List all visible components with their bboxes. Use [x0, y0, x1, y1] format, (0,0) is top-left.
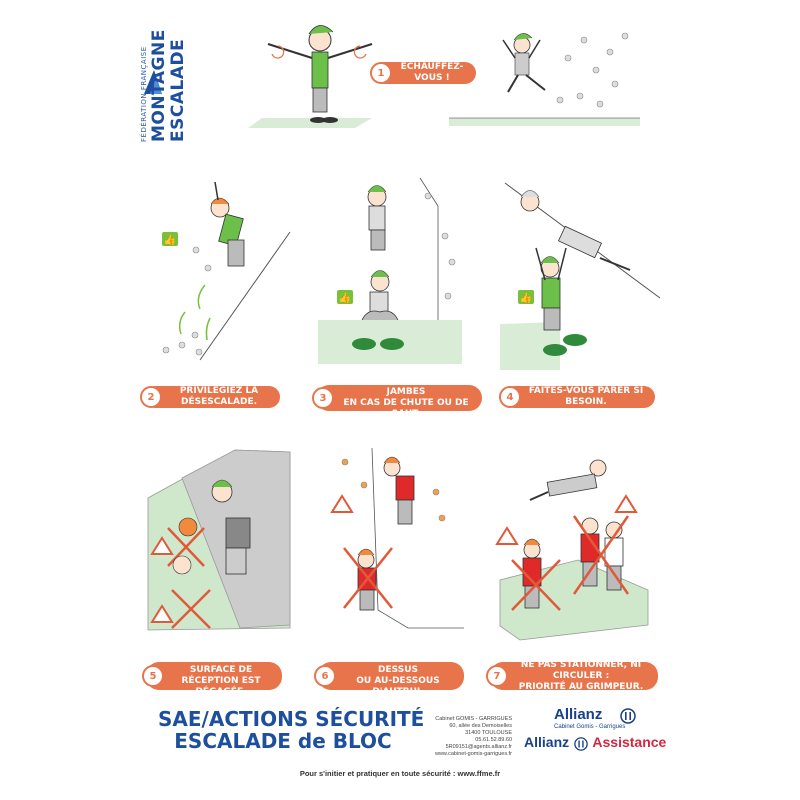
step-number: 1	[370, 62, 392, 84]
agency-street: 60, allée des Demoiselles	[449, 723, 512, 729]
allianz-agency: Cabinet Gomis - Garrigues	[554, 724, 626, 730]
step-number: 4	[499, 386, 521, 408]
no-standing-figure	[495, 459, 649, 641]
agency-address: Cabinet GOMIS - GARRIGUES 60, allée des …	[430, 716, 512, 758]
assistance-word: Assistance	[592, 734, 667, 750]
agency-city: 31400 TOULOUSE	[465, 730, 512, 736]
step-7-label: 7 NE PAS STATIONNER, NI CIRCULER : PRIOR…	[486, 659, 658, 692]
thumbs-up-icon	[518, 290, 534, 304]
allianz-assistance: Allianz Assistance	[524, 734, 666, 750]
step-1-label: 1 ÉCHAUFFEZ-VOUS !	[370, 62, 476, 84]
svg-text:👍: 👍	[339, 291, 351, 304]
step-text: NE PAS STATIONNER, NI CIRCULER : PRIORIT…	[518, 659, 644, 692]
spotting-figure: 👍	[500, 182, 661, 370]
agency-phone: 05.61.52.89.60	[475, 737, 512, 743]
warmup-wall	[449, 32, 640, 126]
step-text: VÉRIFIEZ QUE LA SURFACE DE RÉCEPTION EST…	[178, 654, 264, 697]
step-2-label: 2 PRIVILÉGIEZ LA DÉSESCALADE.	[140, 386, 280, 408]
warning-sign-icon	[614, 494, 638, 513]
step-5-label: 5 VÉRIFIEZ QUE LA SURFACE DE RÉCEPTION E…	[142, 654, 282, 697]
step-number: 7	[486, 665, 508, 687]
landing-figure: 👍	[318, 177, 462, 364]
allianz-eagle-icon	[620, 708, 636, 724]
poster-title-line-1: SAE/ACTIONS SÉCURITÉ	[158, 707, 425, 731]
thumbs-up-icon	[337, 290, 353, 304]
step-text: ÉCHAUFFEZ-VOUS !	[400, 62, 464, 83]
warning-sign-icon	[150, 536, 174, 623]
step-text: NE GRIMPEZ PAS AU-DESSUS OU AU-DESSOUS D…	[345, 654, 451, 697]
step-text: AMORTISSEZ AVEC LES JAMBES EN CAS DE CHU…	[343, 376, 469, 419]
poster-title-line-2: ESCALADE de BLOC	[174, 729, 392, 753]
above-below-figure	[330, 447, 464, 629]
warning-sign-icon	[495, 526, 519, 545]
poster-title: SAE/ACTIONS SÉCURITÉ ESCALADE de BLOC	[158, 707, 425, 753]
step-text: PRIVILÉGIEZ LA DÉSESCALADE.	[179, 386, 259, 407]
allianz-brand: Allianz	[554, 706, 603, 723]
step-4-label: 4 FAITES-VOUS PARER SI BESOIN.	[499, 386, 655, 408]
ffme-logo: FÉDÉRATION FRANÇAISE MONTAGNE ESCALADE	[140, 14, 202, 142]
step-number: 5	[142, 665, 164, 687]
agency-web: www.cabinet-gomis-garrigues.fr	[434, 751, 512, 757]
step-6-label: 6 NE GRIMPEZ PAS AU-DESSUS OU AU-DESSOUS…	[314, 654, 464, 697]
warmup-figure	[248, 25, 373, 128]
step-number: 3	[312, 387, 334, 409]
svg-text:👍: 👍	[520, 291, 532, 304]
step-text: FAITES-VOUS PARER SI BESOIN.	[528, 386, 644, 407]
svg-text:👍: 👍	[164, 233, 176, 246]
logo-federation: FÉDÉRATION FRANÇAISE	[140, 46, 148, 142]
downclimb-figure: 👍	[162, 181, 291, 361]
logo-escalade: ESCALADE	[168, 38, 188, 142]
thumbs-up-icon	[162, 232, 178, 246]
agency-email: 5R09151@agents.allianz.fr	[445, 744, 512, 750]
logo-montagne: MONTAGNE	[149, 29, 169, 142]
landing-surface-figure	[147, 449, 291, 631]
assistance-brand: Allianz	[524, 734, 570, 750]
ffme-logo-mark	[144, 70, 162, 94]
step-number: 6	[314, 665, 336, 687]
warning-sign-icon	[330, 494, 354, 513]
agency-name: Cabinet GOMIS - GARRIGUES	[435, 716, 512, 722]
allianz-eagle-icon	[574, 737, 588, 751]
footer-text: Pour s'initier et pratiquer en toute séc…	[299, 769, 501, 778]
step-3-label: 3 AMORTISSEZ AVEC LES JAMBES EN CAS DE C…	[312, 376, 482, 419]
step-number: 2	[140, 386, 162, 408]
